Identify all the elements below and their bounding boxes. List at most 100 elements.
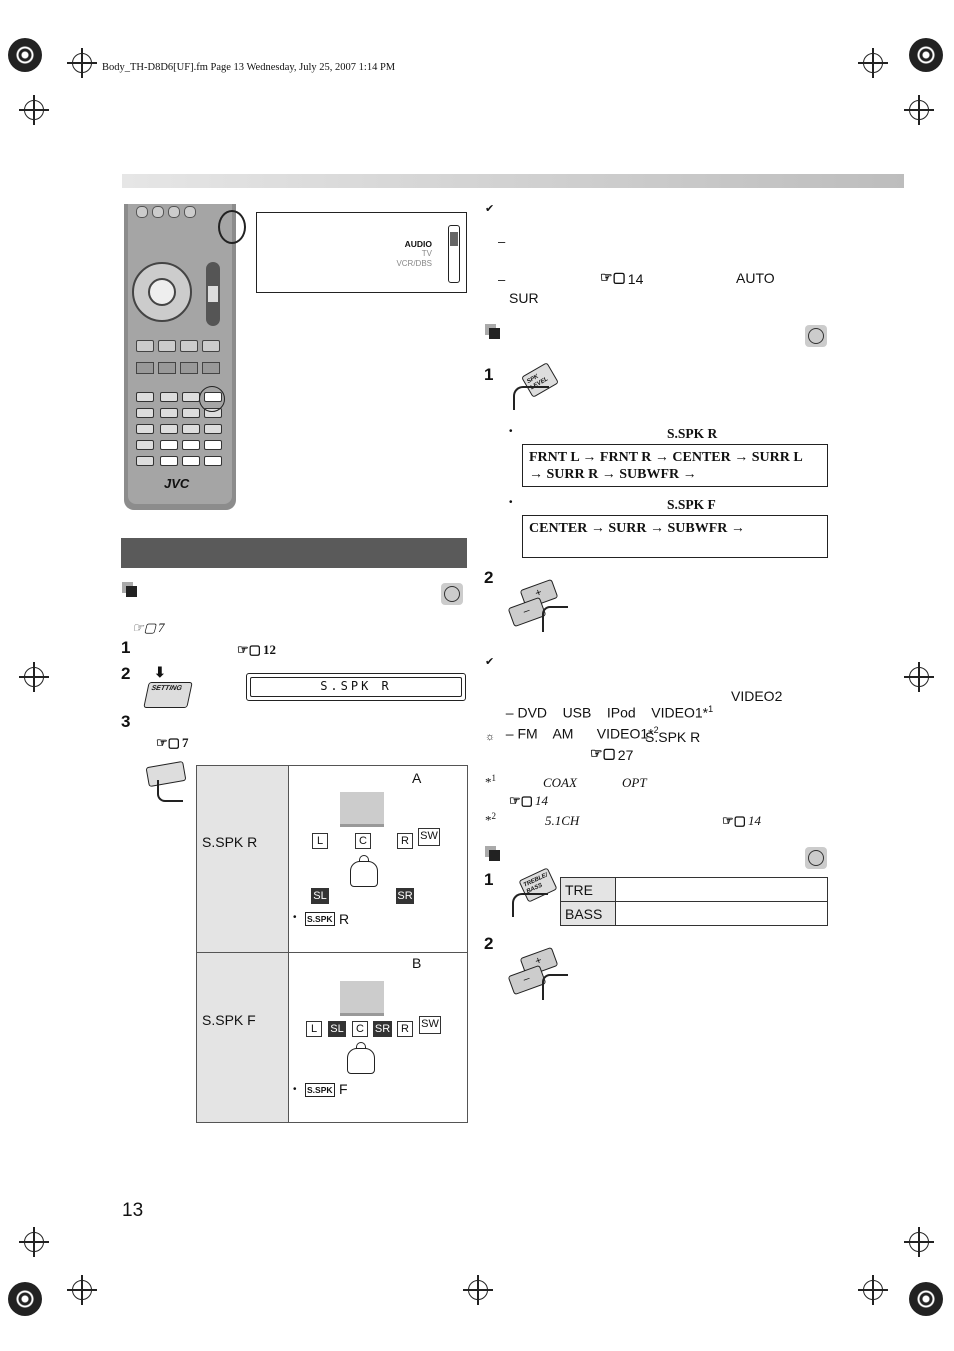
row-label-spk-f: S.SPK F [202, 1012, 256, 1028]
section-title-band [121, 538, 467, 568]
speaker-box-c: C [352, 1021, 368, 1037]
sequence-line: CENTER → SURR → SUBWFR → [529, 521, 745, 536]
display-panel: S.SPK R [246, 673, 466, 701]
registration-mark [67, 48, 97, 78]
page-ref-14b: ☞▢ 14 [509, 793, 548, 809]
note-bullet: • [293, 1084, 297, 1095]
header-bar [122, 174, 904, 188]
check-note-icon: ✔ [485, 203, 495, 215]
registration-mark [858, 1275, 888, 1305]
sources-text: – DVD USB IPod VIDEO1* [505, 704, 709, 721]
tv-icon [340, 792, 384, 827]
step-number-1: 1 [484, 870, 494, 889]
tip-label: S.SPK R [645, 729, 701, 745]
clock-icon [805, 325, 827, 347]
page-ref-number: 27 [617, 746, 634, 763]
file-info-header: Body_TH-D8D6[UF].fm Page 13 Wednesday, J… [102, 62, 396, 73]
dash-bullet: – [498, 272, 506, 287]
setting-button-label: SETTING [150, 685, 183, 692]
sources-line-1: – DVD USB IPod VIDEO1*1 [498, 688, 713, 721]
speaker-box-l: L [306, 1021, 322, 1037]
step-number-1: 1 [121, 638, 131, 657]
setting-button-icon: SETTING [143, 682, 193, 708]
sequence-line: FRNT L → FRNT R → CENTER → SURR L [529, 450, 803, 465]
remote-illustration: JVC [124, 204, 236, 510]
registration-mark [858, 48, 888, 78]
spk-level-button-icon: SPK LEVEL [511, 362, 559, 412]
sequence-line: → SURR R → SUBWFR → [529, 467, 697, 482]
speaker-layout-table: S.SPK R A L C R SW SL SR • S.SPK R S.SPK… [196, 765, 468, 1123]
footnote-coax: COAX [543, 775, 577, 790]
page-number: 13 [122, 1200, 144, 1221]
page-ref-number: 14 [534, 793, 548, 808]
check-note-icon: ✔ [485, 656, 495, 668]
corner-target-bottom-left [8, 1282, 42, 1316]
tone-level-table: TRE BASS [560, 877, 828, 926]
level-plus-minus-button-icon: + – [507, 578, 568, 636]
sources-text: – FM AM VIDEO1* [505, 725, 654, 742]
book-ref-icon: ☞▢ [600, 271, 626, 286]
page-ref-7b: ☞▢ 7 [156, 735, 188, 751]
listener-icon [350, 855, 378, 887]
auto-text: AUTO [736, 270, 775, 286]
sequence-box-spk-f: CENTER → SURR → SUBWFR → [522, 515, 828, 558]
speaker-box-sl: SL [311, 888, 329, 904]
subsection-square-icon [485, 324, 501, 340]
speaker-box-r: R [397, 1021, 413, 1037]
page-ref-number: 12 [262, 642, 276, 657]
bass-cell: BASS [560, 901, 616, 926]
page-ref-7: ☞▢ 7 [132, 620, 164, 636]
footnote-2-mark: *2 [485, 811, 496, 828]
setting-press-hand-icon [145, 760, 187, 804]
registration-mark [463, 1275, 493, 1305]
page-ref-number: 7 [157, 620, 165, 635]
bullet-dot: • [509, 497, 513, 508]
remote-highlight-circle [199, 386, 225, 412]
row-label-spk-r: S.SPK R [202, 834, 258, 850]
speaker-box-sw: SW [419, 1016, 441, 1034]
speaker-box-sl: SL [328, 1021, 346, 1037]
dpad [132, 262, 192, 322]
clock-icon [441, 583, 463, 605]
slide-switch [448, 225, 460, 283]
bullet2-label: S.SPK F [667, 497, 716, 512]
book-ref-icon: ☞▢ [509, 793, 533, 808]
page-ref-14c: ☞▢ 14 [722, 813, 761, 829]
remote-highlight-circle [218, 210, 246, 244]
corner-target-top-left [8, 38, 42, 72]
speaker-box-sw: SW [418, 828, 440, 846]
registration-mark [19, 662, 49, 692]
sources-line-2: – FM AM VIDEO1*2 [498, 709, 659, 742]
page-ref-27: ☞▢ 27 [590, 746, 633, 763]
switch-audio-label: AUDIO [404, 239, 432, 249]
registration-mark [904, 662, 934, 692]
registration-mark [904, 1227, 934, 1257]
tip-bulb-icon: ☼ [485, 731, 496, 743]
book-ref-icon: ☞▢ [590, 747, 616, 762]
speaker-box-r: R [397, 833, 413, 849]
tre-cell: TRE [560, 877, 616, 902]
footnote-sup: 2 [653, 725, 659, 735]
footnote-5-1ch: 5.1CH [545, 813, 580, 828]
step-number-2: 2 [121, 664, 131, 683]
registration-mark [19, 95, 49, 125]
speaker-box-sr: SR [396, 888, 414, 904]
subsection-square-icon [485, 846, 501, 862]
registration-mark [67, 1275, 97, 1305]
page-ref-number: 14 [627, 270, 644, 287]
bullet-dot: • [509, 426, 513, 437]
dash-bullet: – [498, 234, 506, 249]
remote-brand-logo: JVC [164, 476, 190, 491]
listener-icon [347, 1042, 375, 1074]
page-ref-12: ☞▢ 12 [237, 642, 276, 658]
step-number-3: 3 [121, 712, 131, 731]
sequence-box-spk-r: FRNT L → FRNT R → CENTER → SURR L → SURR… [522, 444, 828, 487]
sur-text: SUR [509, 290, 539, 306]
registration-mark [904, 95, 934, 125]
book-ref-icon: ☞▢ [156, 735, 180, 750]
footnote-opt: OPT [622, 775, 647, 790]
page-ref-14: ☞▢ 14 [600, 270, 643, 287]
step-number-2: 2 [484, 934, 494, 953]
note-bullet: • [293, 912, 297, 923]
book-ref-icon: ☞▢ [722, 813, 746, 828]
